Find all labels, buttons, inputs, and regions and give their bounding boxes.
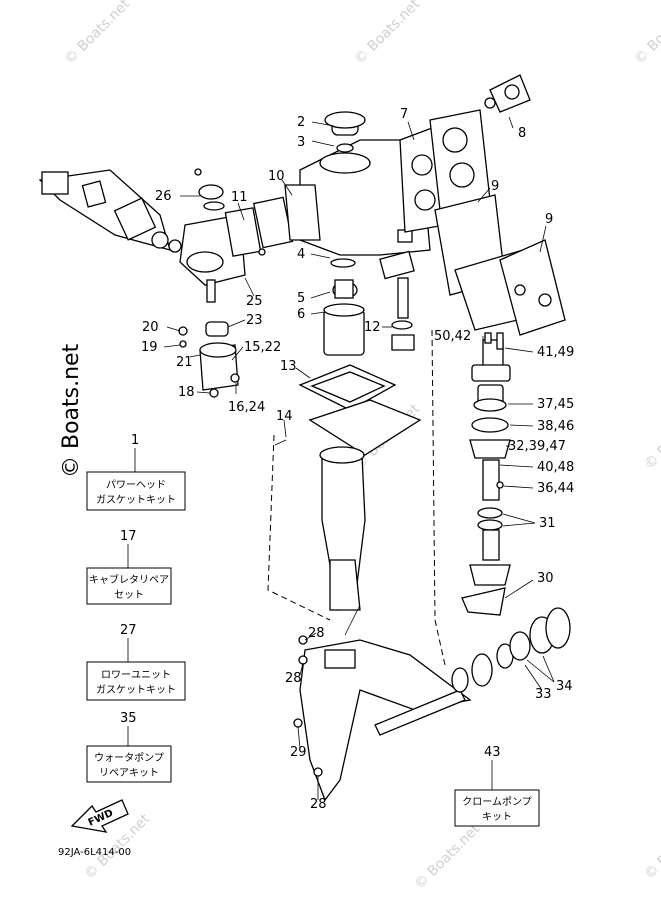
callout-4: 4 (297, 247, 305, 262)
watermark: © Boats.net (632, 0, 661, 68)
callout-17: 17 (120, 529, 137, 544)
callout-50-42: 50,42 (434, 329, 471, 344)
callout-36-44: 36,44 (537, 481, 574, 496)
callout-28: 28 (308, 626, 325, 641)
callout-43: 43 (484, 745, 501, 760)
kit-box-line1: クロームポンプ (462, 796, 531, 808)
lower-unit-part (293, 635, 472, 802)
callout-23: 23 (246, 313, 263, 328)
callout-34: 34 (556, 679, 573, 694)
kit-box-water-pump-repair: ウォータポンプ リペアキット (86, 745, 172, 783)
float-bowl-part (178, 321, 240, 398)
callout-31: 31 (539, 516, 556, 531)
callout-33: 33 (535, 687, 552, 702)
callout-15-22: 15,22 (244, 340, 281, 355)
callout-29: 29 (290, 745, 307, 760)
kit-box-line2: ガスケットキット (96, 684, 176, 696)
callout-7: 7 (400, 107, 408, 122)
water-pump-part (461, 332, 511, 616)
kit-box-line1: ロワーユニット (101, 670, 171, 681)
kit-box-line1: パワーヘッド (106, 479, 166, 491)
callout-20: 20 (142, 320, 159, 335)
kit-box-line2: セット (114, 589, 144, 601)
watermark: © Boats.net (642, 401, 661, 473)
parts-drawing (38, 74, 571, 802)
watermark: © Boats.net (412, 821, 484, 893)
callout-12: 12 (364, 320, 381, 335)
callout-25: 25 (246, 294, 263, 309)
kit-box-carb-repair: キャブレタリペア セット (86, 567, 172, 605)
callout-16-24: 16,24 (228, 400, 265, 415)
callout-18: 18 (178, 385, 195, 400)
watermark-large: © Boats.net (59, 343, 84, 478)
callout-labels: 2 3 7 8 9 9 10 11 26 4 5 6 12 13 14 23 2… (120, 107, 574, 812)
callout-5: 5 (297, 291, 305, 306)
kit-box-line2: ガスケットキット (96, 494, 176, 506)
callout-2: 2 (297, 115, 305, 130)
gasket-part (298, 364, 422, 456)
watermark: © Boats.net (642, 811, 661, 883)
callout-28: 28 (310, 797, 327, 812)
drive-shaft-housing-part (319, 446, 366, 612)
callout-6: 6 (297, 307, 305, 322)
watermark: © Boats.net (62, 0, 134, 68)
callout-1: 1 (131, 433, 139, 448)
intake-manifold-part (38, 169, 182, 253)
callout-26: 26 (155, 189, 172, 204)
callout-9: 9 (491, 179, 499, 194)
thermostat-part (484, 74, 531, 113)
callout-19: 19 (141, 340, 158, 355)
callout-11: 11 (231, 190, 248, 205)
callout-30: 30 (537, 571, 554, 586)
carburetor-part (179, 168, 294, 303)
kit-box-line2: リペアキット (99, 768, 159, 779)
callout-21: 21 (176, 355, 193, 370)
callout-14: 14 (276, 409, 293, 424)
cylinder-block-part (284, 111, 431, 256)
kit-boxes: パワーヘッド ガスケットキット キャブレタリペア セット ロワーユニット ガスケ… (86, 471, 540, 827)
callout-35: 35 (120, 711, 137, 726)
document-code: 92JA-6L414-00 (58, 847, 131, 858)
callout-8: 8 (518, 126, 526, 141)
callout-37-45: 37,45 (537, 397, 574, 412)
leader-lines (127, 116, 555, 800)
callout-13: 13 (280, 359, 297, 374)
fuel-pump-part (323, 250, 415, 356)
callout-40-48: 40,48 (537, 460, 574, 475)
callout-27: 27 (120, 623, 137, 638)
propeller-shaft-part (374, 607, 571, 736)
kit-box-chrome-pump: クロームポンプ キット (454, 789, 540, 827)
callout-41-49: 41,49 (537, 345, 574, 360)
kit-box-powerhead-gasket: パワーヘッド ガスケットキット (86, 471, 186, 511)
kit-box-line1: キャブレタリペア (89, 573, 169, 586)
callout-9: 9 (545, 212, 553, 227)
callout-28: 28 (285, 671, 302, 686)
watermark: © Boats.net (352, 0, 424, 68)
cylinder-head-part (399, 109, 566, 336)
callout-38-46: 38,46 (537, 419, 574, 434)
kit-box-lower-unit-gasket: ロワーユニット ガスケットキット (86, 661, 186, 701)
callout-3: 3 (297, 135, 305, 150)
callout-10: 10 (268, 169, 285, 184)
callout-32-39-47: 32,39,47 (508, 439, 566, 454)
kit-box-line1: ウォータポンプ (94, 752, 164, 764)
kit-box-line2: キット (482, 812, 512, 823)
fwd-arrow-icon: FWD (70, 799, 129, 833)
